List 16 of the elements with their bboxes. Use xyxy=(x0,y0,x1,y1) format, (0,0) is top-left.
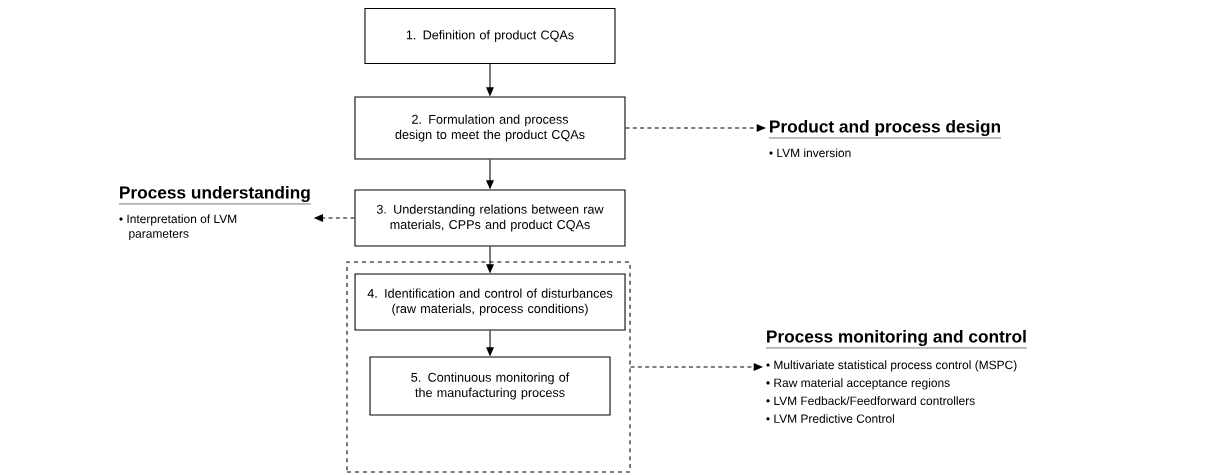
dashed-arrow xyxy=(313,214,355,222)
arrow xyxy=(486,63,494,97)
arrow xyxy=(486,246,494,274)
process-box: 1. Definition of product CQAs xyxy=(364,8,616,65)
arrow xyxy=(486,330,494,357)
process-box: 2. Formulation and process design to meet the product CQAs xyxy=(354,96,626,160)
dashed-arrow xyxy=(630,363,763,371)
process-box: 5. Continuous monitoring of the manufacturing process xyxy=(369,356,611,416)
process-box: 4. Identification and control of disturbances (raw materials, process conditions) xyxy=(354,273,626,331)
text-block: Product and process design • LVM inversion xyxy=(768,119,1002,158)
text-block: Process understanding • Interpretation of LVM parameters xyxy=(118,185,312,241)
dashed-frame xyxy=(346,261,631,473)
arrow xyxy=(486,159,494,190)
dashed-arrow xyxy=(625,124,766,132)
process-box: 3. Understanding relations between raw materials, CPPs and product CQAs xyxy=(354,189,626,247)
text-block: Process monitoring and control • Multivariate statistical process control (MSPC) • Raw material acceptance regions • LVM Fedback/Feedforward controllers • LVM Predictive Control xyxy=(765,329,1028,423)
